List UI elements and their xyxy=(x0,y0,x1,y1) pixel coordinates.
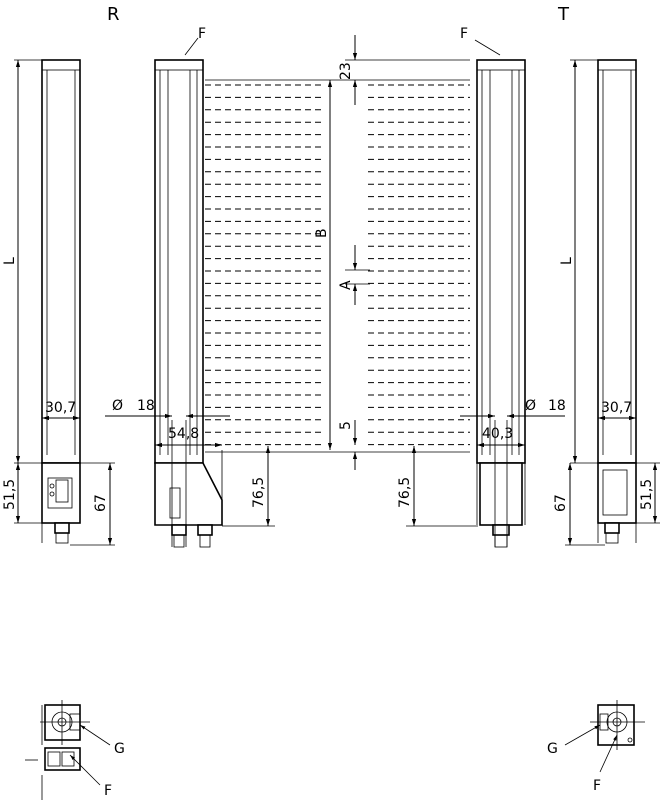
light-beams xyxy=(205,84,470,446)
marker-f-transmitter: F xyxy=(460,26,501,56)
diameter-value-right: 18 xyxy=(548,398,566,414)
marker-g-right: G xyxy=(547,724,601,757)
dimension-67-left-label: 67 xyxy=(93,494,109,512)
dimension-l-left: L xyxy=(2,59,42,464)
dimension-l-left-label: L xyxy=(2,257,18,265)
dimension-76-5-right-label: 76,5 xyxy=(397,477,413,508)
dimension-5-label: 5 xyxy=(338,421,354,430)
transmitter-side-view xyxy=(597,59,637,544)
diameter-symbol-right: Ø xyxy=(525,398,536,414)
receiver-front-view xyxy=(154,59,223,548)
dimension-51-5-right-label: 51,5 xyxy=(639,479,655,510)
receiver-view-label: R xyxy=(107,4,120,25)
dimension-40-3-label: 40,3 xyxy=(482,426,513,442)
marker-f-bottom-left-label: F xyxy=(104,783,112,799)
dimension-67-right: 67 xyxy=(553,463,605,546)
receiver-top-view xyxy=(25,700,90,800)
dimension-76-5-right: 76,5 xyxy=(397,446,478,527)
dimension-51-5-right: 51,5 xyxy=(636,462,660,524)
dimension-b-label: B xyxy=(314,228,330,238)
marker-g-left: G xyxy=(79,724,125,757)
dimension-b: B xyxy=(314,80,333,450)
dimension-a: A xyxy=(338,245,370,305)
transmitter-front-view xyxy=(476,59,526,548)
dimension-23: 23 xyxy=(205,35,470,105)
marker-g-left-label: G xyxy=(114,741,125,757)
dimension-5: 5 xyxy=(205,420,470,470)
receiver-side-view xyxy=(41,59,81,544)
dimension-40-3: 40,3 xyxy=(476,426,526,525)
dimension-a-label: A xyxy=(338,280,354,290)
transmitter-view-label: T xyxy=(557,4,570,25)
diameter-symbol-left: Ø xyxy=(112,398,123,414)
dimension-67-right-label: 67 xyxy=(553,494,569,512)
dimension-54-8-label: 54,8 xyxy=(168,426,199,442)
marker-f-bottom-right: F xyxy=(593,734,618,794)
transmitter-top-view xyxy=(590,700,645,750)
dimension-76-5-left: 76,5 xyxy=(222,446,275,527)
diameter-value-left: 18 xyxy=(137,398,155,414)
dimension-23-label: 23 xyxy=(338,62,354,80)
dimension-l-right: L xyxy=(559,59,598,464)
dimension-51-5-left-label: 51,5 xyxy=(2,479,18,510)
marker-f-bottom-right-label: F xyxy=(593,778,601,794)
marker-f-transmitter-label: F xyxy=(460,26,468,42)
dimension-67-left: 67 xyxy=(70,462,115,546)
dimension-diameter-left: Ø 18 xyxy=(105,398,230,547)
marker-g-right-label: G xyxy=(547,741,558,757)
dimension-30-7-left-label: 30,7 xyxy=(45,400,76,416)
dimension-51-5-left: 51,5 xyxy=(2,463,42,524)
dimension-30-7-right-label: 30,7 xyxy=(601,400,632,416)
marker-f-receiver-label: F xyxy=(198,26,206,42)
dimension-diameter-right: Ø 18 xyxy=(460,398,566,547)
dimension-30-7-right: 30,7 xyxy=(597,400,637,543)
dimension-54-8: 54,8 xyxy=(154,426,223,525)
dimension-l-right-label: L xyxy=(559,257,575,265)
marker-f-receiver: F xyxy=(184,26,206,56)
dimension-30-7-left: 30,7 xyxy=(41,400,81,543)
dimension-76-5-left-label: 76,5 xyxy=(251,477,267,508)
marker-f-bottom-left: F xyxy=(69,754,112,799)
